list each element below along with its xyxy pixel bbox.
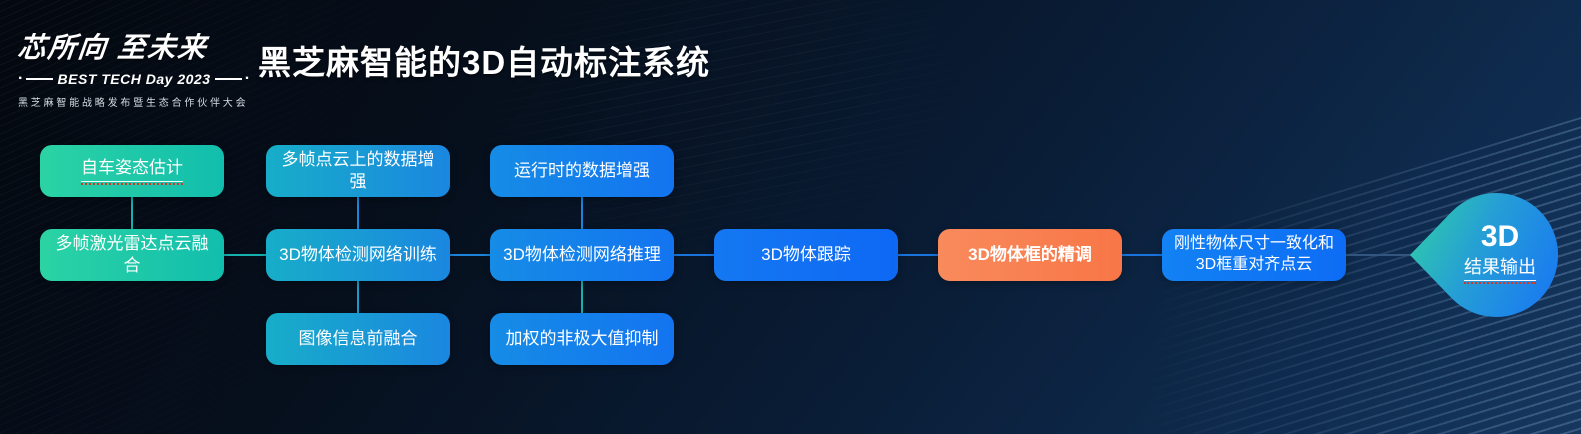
flow-node-detection-training: 3D物体检测网络训练 <box>266 229 450 281</box>
connector-fusion-to-training <box>224 254 266 256</box>
result-output-label: 3D 结果输出 <box>1442 221 1558 284</box>
flow-node-image-prefusion: 图像信息前融合 <box>266 313 450 365</box>
flow-node-object-tracking: 3D物体跟踪 <box>714 229 898 281</box>
brand-slogan: 芯所向 至未来 <box>16 32 210 63</box>
flow-node-runtime-augment-label: 运行时的数据增强 <box>514 160 650 180</box>
flow-node-ego-pose: 自车姿态估计 <box>40 145 224 197</box>
dash-line-left <box>26 78 53 80</box>
flow-node-multiframe-augment-label: 多帧点云上的数据增强 <box>281 149 435 191</box>
flow-node-object-tracking-label: 3D物体跟踪 <box>761 244 851 264</box>
flow-node-lidar-fusion-label: 多帧激光雷达点云融合 <box>55 233 209 275</box>
connector-runtime-to-inference <box>581 197 583 229</box>
flow-node-runtime-augment: 运行时的数据增强 <box>490 145 674 197</box>
connector-refinement-to-rigid <box>1122 254 1162 256</box>
result-teardrop-shape <box>1410 193 1559 317</box>
flow-node-detection-training-label: 3D物体检测网络训练 <box>279 244 437 264</box>
flow-node-detection-inference-label: 3D物体检测网络推理 <box>503 244 661 264</box>
flow-node-rigid-size-align: 刚性物体尺寸一致化和3D框重对齐点云 <box>1162 229 1346 281</box>
connector-rigid-to-result <box>1346 254 1414 256</box>
connector-augment-to-training <box>357 197 359 229</box>
flow-node-weighted-nms: 加权的非极大值抑制 <box>490 313 674 365</box>
bullet-dot-right: · <box>244 70 251 87</box>
bullet-dot-left: · <box>18 70 24 87</box>
brand-logo: 芯所向 至未来 · BEST TECH Day 2023 · 黑芝麻智能战略发布… <box>16 26 251 109</box>
flow-node-ego-pose-label: 自车姿态估计 <box>81 157 183 183</box>
brand-event-text: BEST TECH Day 2023 <box>57 71 211 87</box>
connector-ego-to-fusion <box>131 197 133 229</box>
connector-inference-to-tracking <box>674 254 714 256</box>
page-title: 黑芝麻智能的3D自动标注系统 <box>258 44 711 81</box>
connector-inference-to-nms <box>581 281 583 313</box>
brand-event-line: · BEST TECH Day 2023 · <box>18 70 251 88</box>
flow-node-multiframe-augment: 多帧点云上的数据增强 <box>266 145 450 197</box>
misspell-underline: 结果输出 <box>1464 256 1536 284</box>
flow-node-lidar-fusion: 多帧激光雷达点云融合 <box>40 229 224 281</box>
flow-node-box-refinement: 3D物体框的精调 <box>938 229 1122 281</box>
flow-node-detection-inference: 3D物体检测网络推理 <box>490 229 674 281</box>
connector-training-to-inference <box>450 254 490 256</box>
brand-conference-subtitle: 黑芝麻智能战略发布暨生态合作伙伴大会 <box>18 98 249 109</box>
result-output-title: 3D <box>1480 220 1520 253</box>
flow-node-weighted-nms-label: 加权的非极大值抑制 <box>505 328 659 348</box>
dash-line-right <box>215 78 242 80</box>
result-output-subtitle: 结果输出 <box>1442 256 1558 284</box>
connector-training-to-prefusion <box>357 281 359 313</box>
misspell-underline: 自车姿态估计 <box>81 157 183 186</box>
flow-node-image-prefusion-label: 图像信息前融合 <box>298 328 418 348</box>
connector-tracking-to-refinement <box>898 254 938 256</box>
flow-node-box-refinement-label: 3D物体框的精调 <box>968 244 1092 264</box>
flow-node-rigid-size-align-label: 刚性物体尺寸一致化和3D框重对齐点云 <box>1173 235 1334 273</box>
